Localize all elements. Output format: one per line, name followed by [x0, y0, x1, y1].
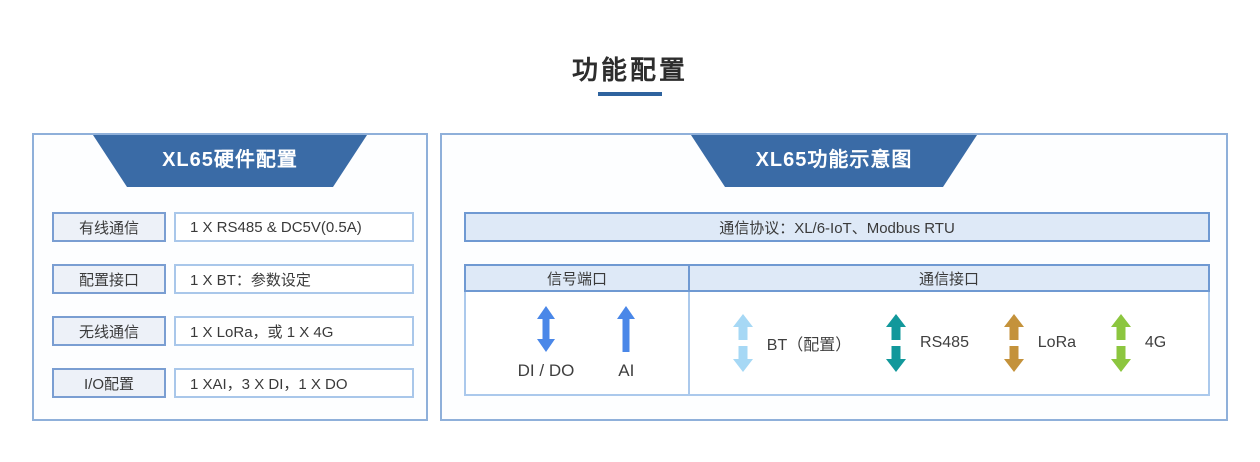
row-value: 1 X BT：参数设定 [174, 264, 414, 294]
split-double-arrow-icon [886, 314, 907, 372]
signal-ports-cell: DI / DO AI [466, 292, 690, 394]
hardware-panel-header: XL65硬件配置 [93, 135, 367, 187]
page-title: 功能配置 [571, 55, 688, 85]
io-table-body: DI / DO AI BT（配置） [464, 292, 1210, 396]
up-arrow-icon [617, 305, 636, 352]
protocol-bar: 通信协议：XL/6-IoT、Modbus RTU [464, 212, 1210, 242]
row-value: 1 XAI，3 X DI，1 X DO [174, 368, 414, 398]
diagram-panel-header: XL65功能示意图 [691, 135, 977, 187]
comm-interfaces-cell: BT（配置） RS485 LoRa [690, 292, 1208, 394]
function-diagram-panel: XL65功能示意图 通信协议：XL/6-IoT、Modbus RTU 信号端口 … [440, 133, 1228, 421]
hardware-config-panel: XL65硬件配置 有线通信 1 X RS485 & DC5V(0.5A) 配置接… [32, 133, 428, 421]
comm-item-rs485: RS485 [885, 314, 969, 372]
row-value: 1 X LoRa，或 1 X 4G [174, 316, 414, 346]
io-table-header: 信号端口 通信接口 [464, 264, 1210, 292]
hardware-row-wireless: 无线通信 1 X LoRa，或 1 X 4G [34, 316, 426, 346]
signal-item-label: DI / DO [517, 360, 575, 380]
comm-item-label: 4G [1144, 334, 1167, 351]
row-label: 有线通信 [52, 212, 166, 242]
hardware-row-wired: 有线通信 1 X RS485 & DC5V(0.5A) [34, 212, 426, 242]
row-label: 配置接口 [52, 264, 166, 294]
row-label: 无线通信 [52, 316, 166, 346]
title-underline [598, 92, 662, 96]
signal-ports-header: 信号端口 [466, 266, 690, 290]
comm-item-label: BT（配置） [766, 337, 852, 354]
split-double-arrow-icon [1003, 314, 1024, 372]
comm-interfaces-header: 通信接口 [918, 270, 979, 288]
comm-item-label: RS485 [920, 334, 969, 351]
comm-item-label: LoRa [1037, 334, 1077, 351]
page-title-block: 功能配置 [0, 54, 1260, 96]
row-value: 1 X RS485 & DC5V(0.5A) [174, 212, 414, 242]
hardware-row-config-interface: 配置接口 1 X BT：参数设定 [34, 264, 426, 294]
signal-item-ai: AI [616, 305, 636, 381]
split-double-arrow-icon [1110, 314, 1131, 372]
split-double-arrow-icon [732, 314, 753, 372]
signal-item-di-do: DI / DO [517, 305, 575, 381]
signal-item-label: AI [618, 360, 635, 380]
double-arrow-icon [536, 305, 555, 352]
row-label: I/O配置 [52, 368, 166, 398]
comm-item-4g: 4G [1110, 314, 1166, 372]
hardware-row-io: I/O配置 1 XAI，3 X DI，1 X DO [34, 368, 426, 398]
comm-item-bt: BT（配置） [732, 314, 851, 372]
comm-item-lora: LoRa [1003, 314, 1076, 372]
